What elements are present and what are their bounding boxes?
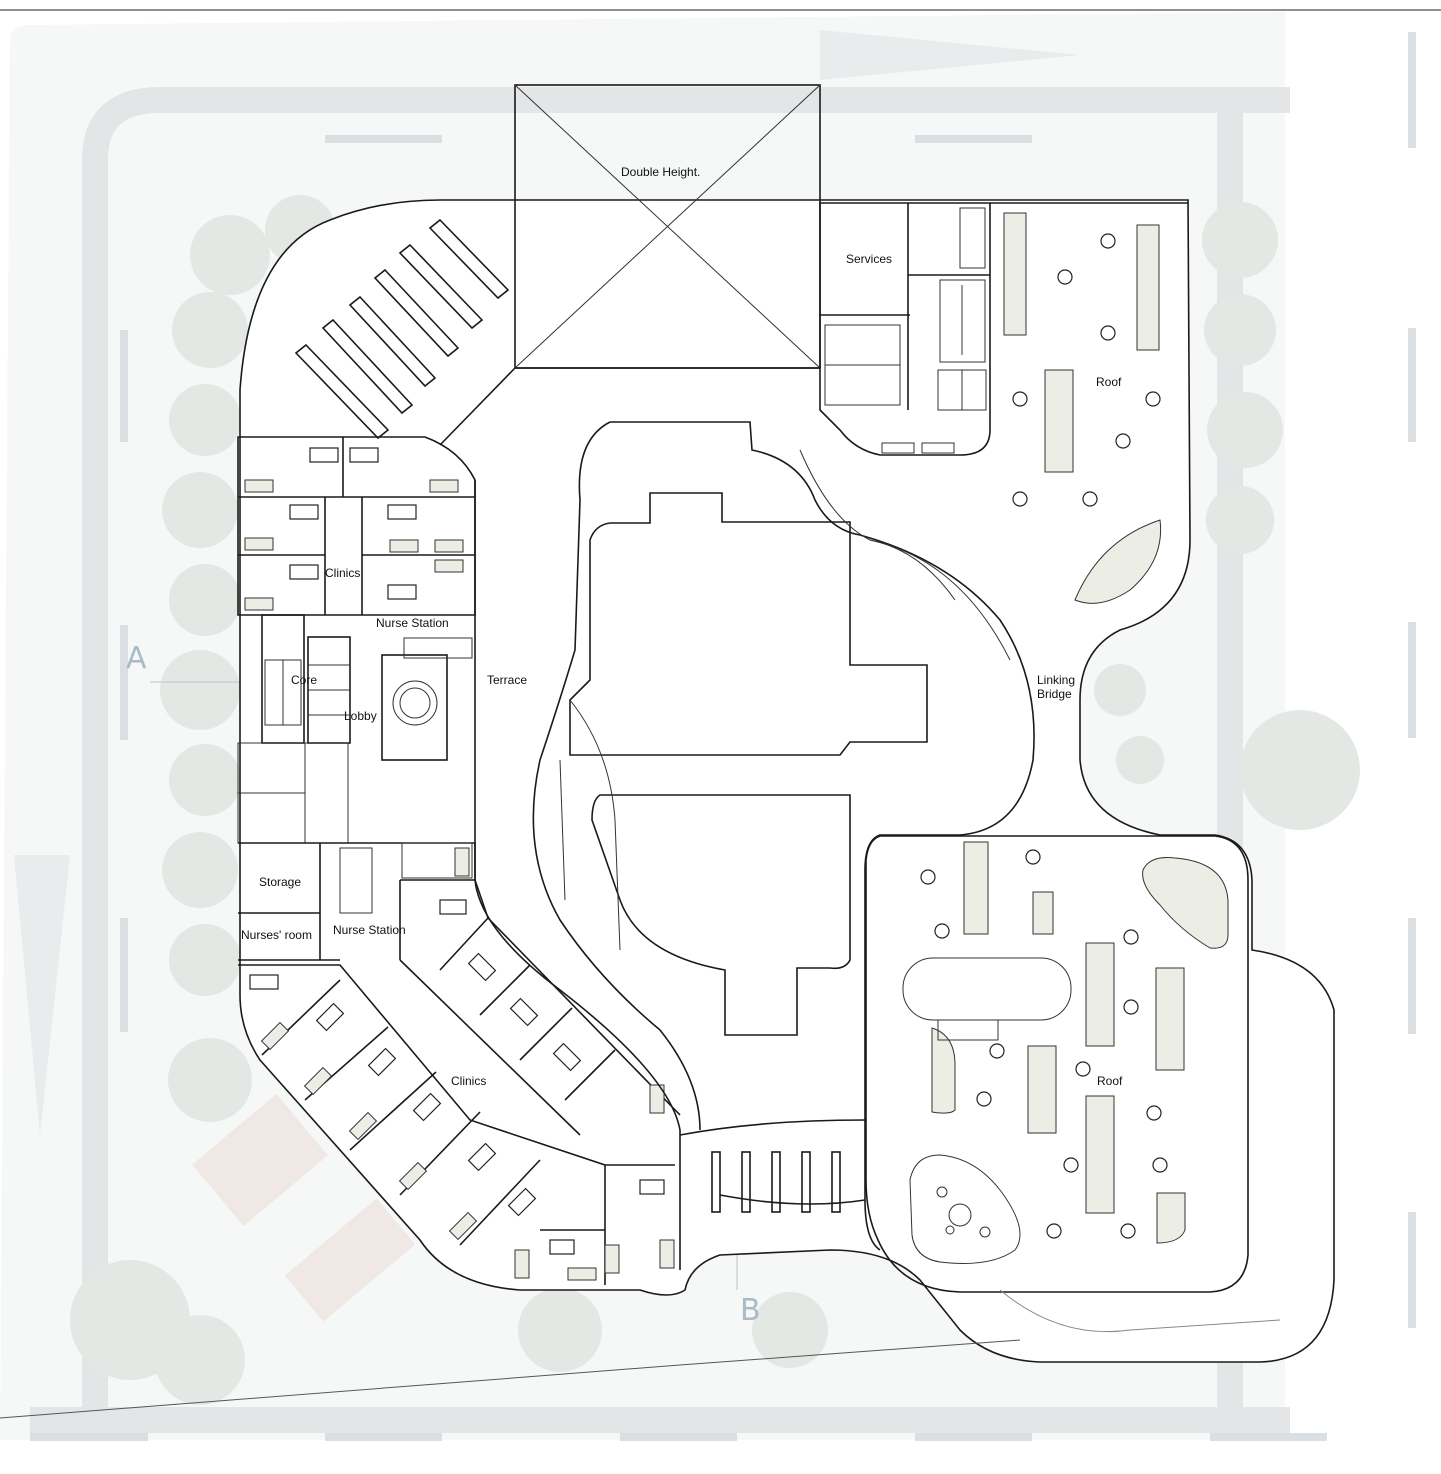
label-clinics-top: Clinics	[325, 566, 360, 580]
parking-bottom	[711, 1151, 841, 1213]
grid-marker-a: A	[126, 641, 147, 676]
clinics-wing-top	[237, 436, 476, 616]
double-height-void	[439, 84, 821, 446]
clinics-wing-bottom	[238, 847, 681, 1285]
building-outline	[239, 199, 1335, 1363]
roof-bottom	[865, 835, 1249, 1293]
services-block	[819, 202, 991, 456]
label-linking-bridge-line2: Bridge	[1037, 687, 1072, 701]
core-lobby	[237, 614, 473, 844]
label-clinics-bottom: Clinics	[451, 1074, 486, 1088]
label-storage: Storage	[259, 875, 301, 889]
label-nurse-station-top: Nurse Station	[376, 616, 449, 630]
parking-top-left	[294, 218, 510, 440]
label-core: Core	[291, 673, 317, 687]
label-double-height: Double Height.	[621, 165, 700, 179]
terrace-outline	[474, 480, 681, 1270]
grid-marker-b: B	[740, 1293, 761, 1328]
label-services: Services	[846, 252, 892, 266]
label-nurses-room: Nurses' room	[241, 928, 312, 942]
label-roof-top: Roof	[1096, 375, 1122, 389]
label-terrace: Terrace	[487, 673, 527, 687]
label-nurse-station-bottom: Nurse Station	[333, 923, 406, 937]
label-roof-bottom: Roof	[1097, 1074, 1123, 1088]
site-boundary	[0, 1339, 1021, 1419]
label-linking-bridge-line1: Linking	[1037, 673, 1075, 687]
roof-top	[990, 202, 1188, 604]
label-lobby: Lobby	[344, 709, 377, 723]
